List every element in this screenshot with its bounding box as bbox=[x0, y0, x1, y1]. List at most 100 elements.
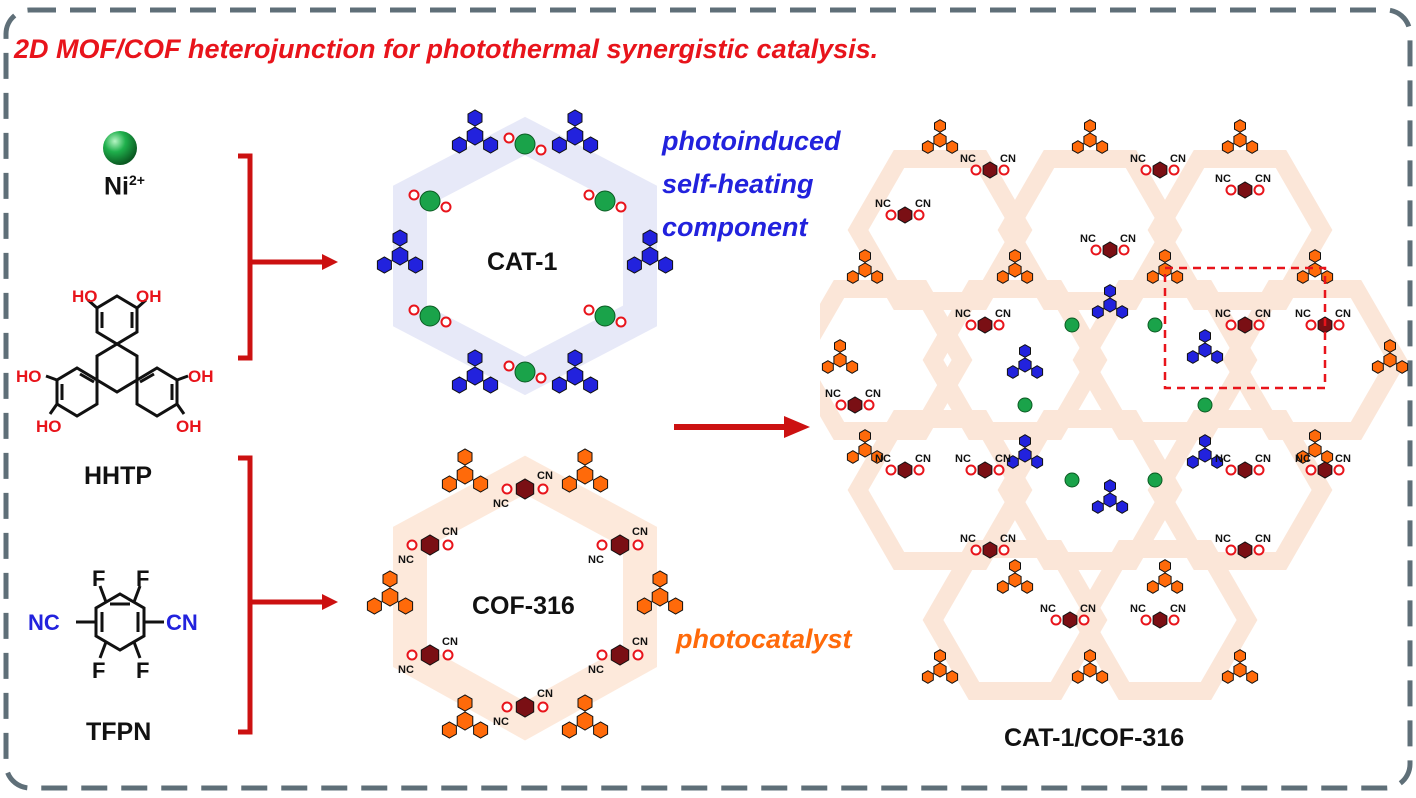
lattice-oxygen-25 bbox=[970, 544, 982, 556]
cat1-ni-node-4 bbox=[514, 361, 536, 383]
cof-oxygen-12 bbox=[442, 539, 454, 551]
cat1-label: CAT-1 bbox=[487, 248, 558, 276]
lattice-cn-label-11: CN bbox=[1255, 453, 1271, 465]
lattice-cat1-node-3 bbox=[1006, 344, 1044, 379]
cof-linker-3 bbox=[610, 644, 630, 666]
cof-linker-5 bbox=[420, 644, 440, 666]
cat1-oxygen-12 bbox=[440, 201, 452, 213]
cof-nc-label-5: NC bbox=[398, 664, 414, 676]
cof-nc-label-1: NC bbox=[493, 498, 509, 510]
lattice-cof-node-1 bbox=[921, 119, 959, 154]
lattice-cn-label-17: CN bbox=[1120, 233, 1136, 245]
lattice-nc-label-11: NC bbox=[1215, 453, 1231, 465]
lattice-pore-8 bbox=[1147, 410, 1333, 570]
lattice-oxygen-16 bbox=[863, 399, 875, 411]
lattice-oxygen-10 bbox=[993, 319, 1005, 331]
lattice-oxygen-13 bbox=[1305, 319, 1317, 331]
lattice-ni-node-5 bbox=[1064, 472, 1080, 488]
cat1-ni-node-3 bbox=[594, 305, 616, 327]
lattice-cn-label-6: CN bbox=[1255, 308, 1271, 320]
cof-oxygen-2 bbox=[537, 483, 549, 495]
lattice-oxygen-30 bbox=[1078, 614, 1090, 626]
cof-cn-label-5: CN bbox=[442, 636, 458, 648]
lattice-cat1-node-6 bbox=[1091, 479, 1129, 514]
lattice-cn-label-14: CN bbox=[1255, 533, 1271, 545]
heterojunction-label: CAT-1/COF-316 bbox=[1004, 724, 1185, 752]
lattice-cof-node-7 bbox=[1296, 249, 1334, 284]
cof-oxygen-7 bbox=[501, 701, 513, 713]
lattice-linker-9 bbox=[897, 461, 913, 479]
annotation-line-1: photoinduced bbox=[662, 126, 841, 156]
cof-nc-label-4: NC bbox=[493, 716, 509, 728]
lattice-ni-node-4 bbox=[1197, 397, 1213, 413]
cof-ligand-5 bbox=[441, 694, 489, 739]
lattice-pore-4 bbox=[922, 280, 1108, 440]
cof-linker-4 bbox=[515, 696, 535, 718]
lattice-linker-5 bbox=[977, 316, 993, 334]
cat1-oxygen-6 bbox=[615, 316, 627, 328]
lattice-cn-label-1: CN bbox=[1000, 153, 1016, 165]
cof-oxygen-5 bbox=[596, 649, 608, 661]
cof-ligand-1 bbox=[441, 448, 489, 493]
lattice-linker-10 bbox=[977, 461, 993, 479]
lattice-cof-node-10 bbox=[996, 559, 1034, 594]
lattice-cof-node-16 bbox=[1371, 339, 1409, 374]
hhtp-group-5: HO bbox=[36, 417, 62, 436]
cof-nc-label-2: NC bbox=[588, 554, 604, 566]
cof-cn-label-1: CN bbox=[537, 470, 553, 482]
ni-label: Ni2+ bbox=[104, 172, 145, 201]
cof-ligand-4 bbox=[561, 694, 609, 739]
lattice-cn-label-2: CN bbox=[1170, 153, 1186, 165]
cat1-framework bbox=[376, 109, 674, 396]
lattice-cat1-node-1 bbox=[1091, 284, 1129, 319]
cat1-oxygen-1 bbox=[503, 132, 515, 144]
cat1-oxygen-11 bbox=[408, 189, 420, 201]
lattice-cof-node-8 bbox=[846, 429, 884, 464]
lattice-oxygen-32 bbox=[1168, 614, 1180, 626]
lattice-linker-8 bbox=[847, 396, 863, 414]
lattice-nc-label-6: NC bbox=[1215, 308, 1231, 320]
cof-ligand-3 bbox=[636, 570, 684, 615]
lattice-linker-4 bbox=[897, 206, 913, 224]
lattice-cn-label-15: CN bbox=[1080, 603, 1096, 615]
lattice-cof-node-15 bbox=[821, 339, 859, 374]
lattice-oxygen-15 bbox=[835, 399, 847, 411]
lattice-cn-label-7: CN bbox=[1335, 308, 1351, 320]
lattice-oxygen-6 bbox=[1253, 184, 1265, 196]
lattice-oxygen-28 bbox=[1253, 544, 1265, 556]
cof-oxygen-9 bbox=[406, 649, 418, 661]
lattice-cof-node-12 bbox=[921, 649, 959, 684]
cof-cn-label-3: CN bbox=[632, 636, 648, 648]
lattice-cn-label-5: CN bbox=[995, 308, 1011, 320]
lattice-pore-3 bbox=[1147, 150, 1333, 310]
cof-oxygen-4 bbox=[632, 539, 644, 551]
lattice-linker-1 bbox=[982, 161, 998, 179]
lattice-ni-node-2 bbox=[1147, 317, 1163, 333]
lattice-cn-label-9: CN bbox=[915, 453, 931, 465]
lattice-nc-label-8: NC bbox=[825, 388, 841, 400]
tfpn-group-3: F bbox=[92, 658, 105, 683]
lattice-oxygen-24 bbox=[1333, 464, 1345, 476]
cof-linker-1 bbox=[515, 478, 535, 500]
lattice-cn-label-13: CN bbox=[1000, 533, 1016, 545]
lattice-nc-label-1: NC bbox=[960, 153, 976, 165]
cat1-oxygen-5 bbox=[583, 304, 595, 316]
lattice-nc-label-3: NC bbox=[1215, 173, 1231, 185]
cof-linker-6 bbox=[420, 534, 440, 556]
lattice-linker-14 bbox=[1237, 541, 1253, 559]
lattice-linker-2 bbox=[1152, 161, 1168, 179]
lattice-oxygen-5 bbox=[1225, 184, 1237, 196]
lattice-cn-label-3: CN bbox=[1255, 173, 1271, 185]
lattice-oxygen-29 bbox=[1050, 614, 1062, 626]
tfpn-group-6: CN bbox=[166, 610, 198, 635]
cof-oxygen-10 bbox=[442, 649, 454, 661]
lattice-cn-label-10: CN bbox=[995, 453, 1011, 465]
lattice-linker-3 bbox=[1237, 181, 1253, 199]
cof-annotation: photocatalyst bbox=[676, 624, 852, 654]
lattice-oxygen-34 bbox=[1118, 244, 1130, 256]
cat1-ni-node-2 bbox=[594, 190, 616, 212]
lattice-linker-6 bbox=[1237, 316, 1253, 334]
cof-ligand-6 bbox=[366, 570, 414, 615]
hhtp-group-3: HO bbox=[16, 367, 42, 386]
lattice-pore-5 bbox=[1072, 280, 1258, 440]
